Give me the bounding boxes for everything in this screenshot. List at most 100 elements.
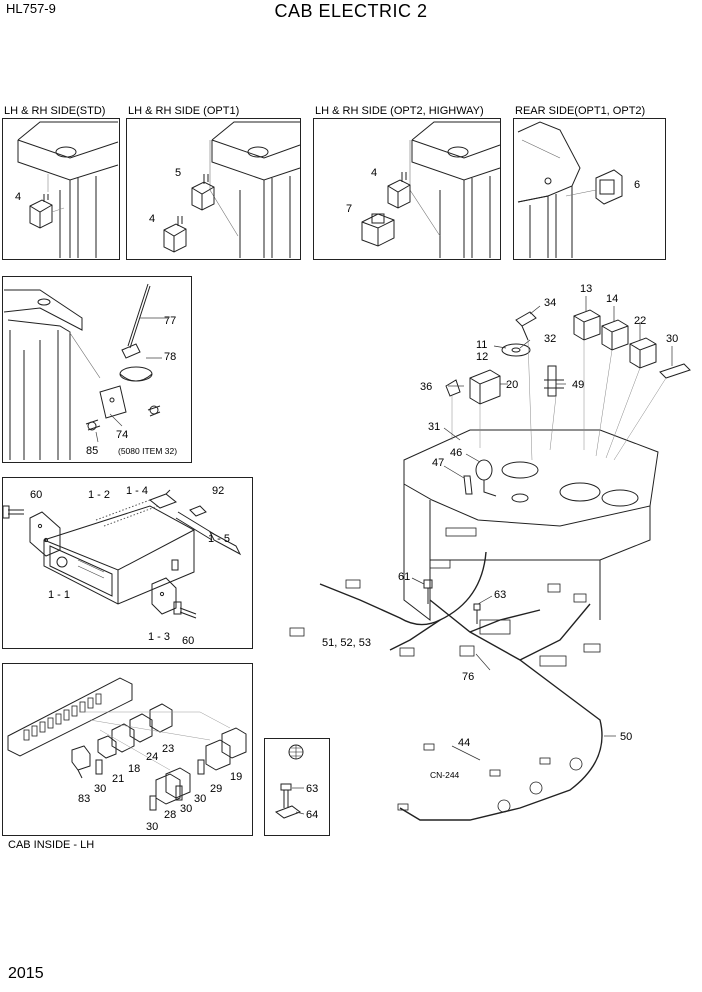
label-19: 19 xyxy=(230,771,242,783)
model-code: HL757-9 xyxy=(6,1,56,16)
bolt-63-64 xyxy=(274,783,305,819)
label-4-std: 4 xyxy=(15,191,21,203)
bracket-1-3 xyxy=(151,577,177,615)
label-29: 29 xyxy=(210,783,222,795)
label-83: 83 xyxy=(78,793,90,805)
switch-part-4-opt1 xyxy=(163,216,187,253)
label-34: 34 xyxy=(544,297,556,309)
panel-opt2 xyxy=(313,118,501,260)
cab-rear-corner xyxy=(517,121,581,258)
label-30c: 30 xyxy=(180,803,192,815)
label-47: 47 xyxy=(432,457,444,469)
caption-rear: REAR SIDE(OPT1, OPT2) xyxy=(515,105,646,117)
page-title: CAB ELECTRIC 2 xyxy=(274,1,428,21)
label-76: 76 xyxy=(462,671,474,683)
label-31: 31 xyxy=(428,421,440,433)
label-14: 14 xyxy=(606,293,618,305)
cab-corner-opt1 xyxy=(209,121,301,258)
dash-parts xyxy=(445,309,691,497)
label-32: 32 xyxy=(544,333,556,345)
label-23: 23 xyxy=(162,743,174,755)
label-49: 49 xyxy=(572,379,584,391)
antenna-base-78 xyxy=(119,366,153,382)
label-61: 61 xyxy=(398,571,410,583)
label-1-2: 1 - 2 xyxy=(88,489,110,501)
rocker-switches xyxy=(71,703,247,811)
label-4-opt2: 4 xyxy=(371,167,377,179)
label-30b: 30 xyxy=(194,793,206,805)
label-20: 20 xyxy=(506,379,518,391)
label-24: 24 xyxy=(146,751,158,763)
panel-bolt-detail xyxy=(264,738,330,836)
label-77: 77 xyxy=(164,315,176,327)
label-63a: 63 xyxy=(494,589,506,601)
label-64: 64 xyxy=(306,809,318,821)
label-28: 28 xyxy=(164,809,176,821)
cab-corner-std xyxy=(17,121,119,258)
label-cn-244: CN-244 xyxy=(430,770,460,780)
bracket-1-2 xyxy=(29,511,61,557)
label-63b: 63 xyxy=(306,783,318,795)
label-85: 85 xyxy=(86,445,98,457)
panel-rear xyxy=(513,118,666,260)
switch-part-4-opt2 xyxy=(387,172,411,209)
switch-part-4-std xyxy=(29,174,65,229)
label-46: 46 xyxy=(450,447,462,459)
panel-radio xyxy=(2,477,253,649)
main-leader-lines xyxy=(411,296,673,761)
label-36: 36 xyxy=(420,381,432,393)
panel-opt1 xyxy=(126,118,301,260)
panel-std xyxy=(2,118,120,260)
label-30a: 30 xyxy=(94,783,106,795)
label-1-3: 1 - 3 xyxy=(148,631,170,643)
cab-corner-opt2 xyxy=(409,121,501,258)
label-11: 11 xyxy=(476,339,487,351)
label-7: 7 xyxy=(346,203,352,215)
label-1-1: 1 - 1 xyxy=(48,589,70,601)
panel-cab-inside xyxy=(2,663,253,836)
switch-part-5 xyxy=(191,174,215,211)
label-4-opt1: 4 xyxy=(149,213,155,225)
dashboard-body xyxy=(403,429,659,622)
label-13: 13 xyxy=(580,283,592,295)
connector-1-4 xyxy=(149,489,177,509)
label-1-4: 1 - 4 xyxy=(126,485,148,497)
label-22: 22 xyxy=(634,315,646,327)
exploded-lines-cab-inside xyxy=(80,711,231,771)
label-50: 50 xyxy=(620,731,632,743)
caption-opt1: LH & RH SIDE (OPT1) xyxy=(128,105,240,117)
caption-cab-inside: CAB INSIDE - LH xyxy=(8,839,95,851)
switch-part-7 xyxy=(361,213,395,247)
label-21: 21 xyxy=(112,773,124,785)
page-number: 2015 xyxy=(8,965,44,982)
label-60a: 60 xyxy=(30,489,42,501)
caption-opt2: LH & RH SIDE (OPT2, HIGHWAY) xyxy=(315,105,484,117)
harness-connectors xyxy=(289,527,601,813)
label-1-5: 1 - 5 xyxy=(208,533,230,545)
label-92: 92 xyxy=(212,485,224,497)
label-30d: 30 xyxy=(146,821,158,833)
label-51-52-53: 51, 52, 53 xyxy=(322,637,371,649)
bracket-74 xyxy=(85,385,161,431)
bolt-60 xyxy=(2,505,197,619)
label-60b: 60 xyxy=(182,635,194,647)
label-6: 6 xyxy=(634,179,640,191)
label-30e: 30 xyxy=(666,333,678,345)
note-5080-item-32: (5080 ITEM 32) xyxy=(118,446,177,456)
panel-antenna xyxy=(2,276,192,463)
label-78: 78 xyxy=(164,351,176,363)
globe-symbol xyxy=(288,744,304,760)
label-74: 74 xyxy=(116,429,128,441)
label-12: 12 xyxy=(476,351,488,363)
dash-leader-lines xyxy=(451,339,667,461)
label-5: 5 xyxy=(175,167,181,179)
label-18: 18 xyxy=(128,763,140,775)
rear-unit-part-6 xyxy=(565,169,623,205)
caption-std: LH & RH SIDE(STD) xyxy=(4,105,106,117)
antenna-77 xyxy=(121,283,151,359)
cab-roof-corner xyxy=(3,289,101,460)
radio-unit-1-1 xyxy=(43,499,195,605)
switch-panel-bezel xyxy=(7,677,133,757)
cable-1-5 xyxy=(175,505,242,556)
